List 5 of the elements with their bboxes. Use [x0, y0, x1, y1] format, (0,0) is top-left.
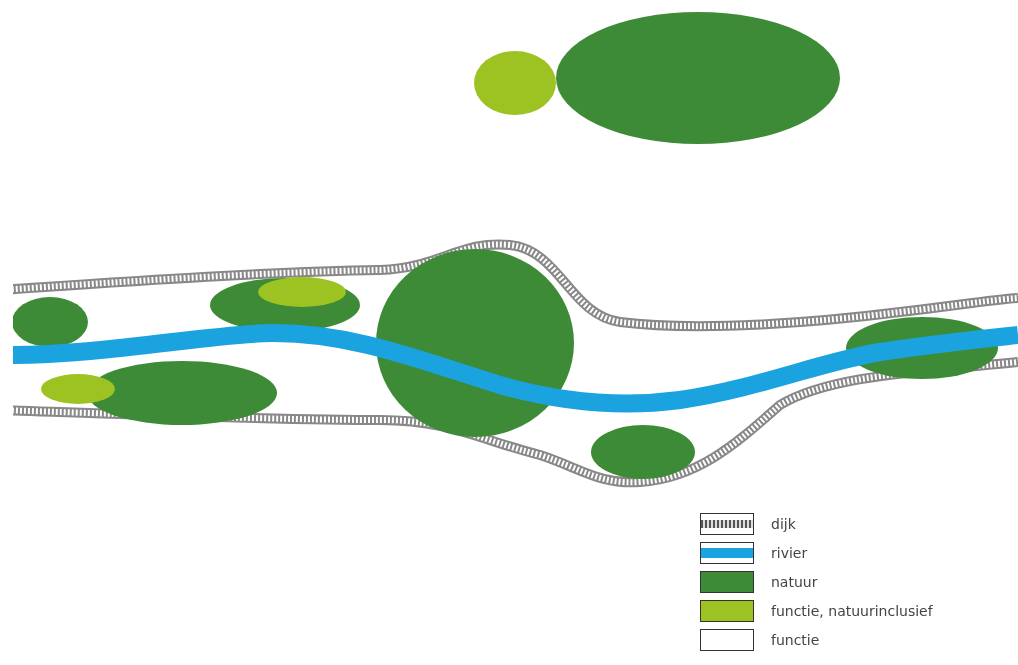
legend-label: functie, natuurinclusief — [771, 602, 933, 621]
legend-label: rivier — [771, 544, 808, 563]
legend-label: natuur — [771, 573, 818, 592]
legend-label: dijk — [771, 515, 796, 534]
legend-label: functie — [771, 631, 820, 650]
